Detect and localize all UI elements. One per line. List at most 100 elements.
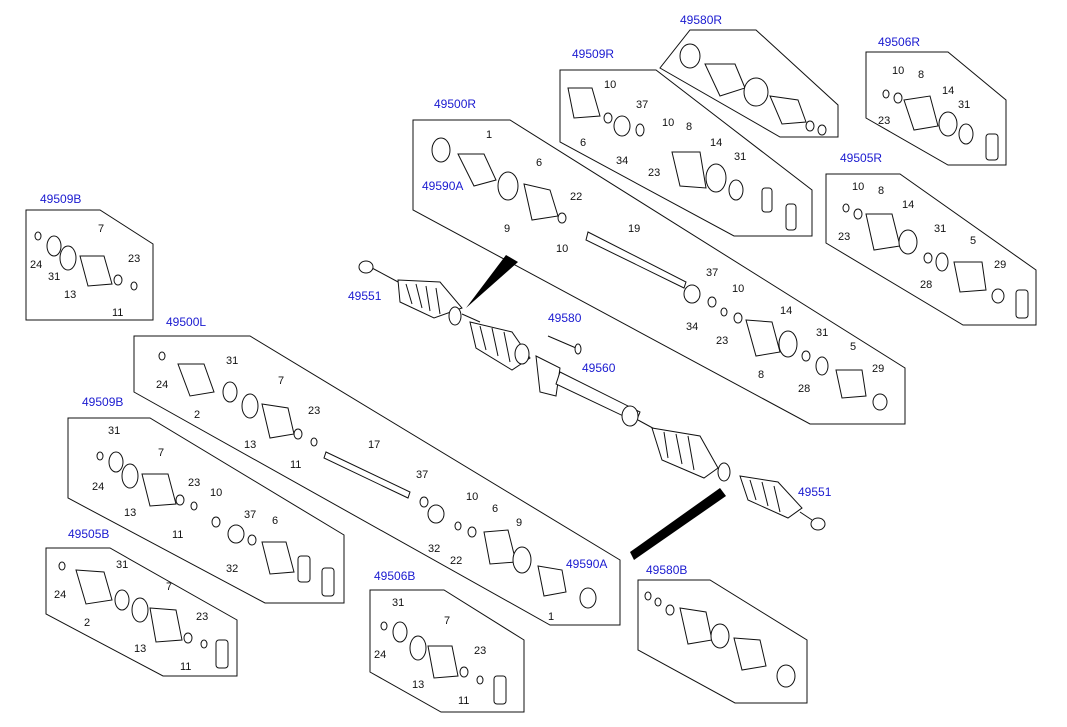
- label-49509Bm-32: 32: [226, 563, 238, 575]
- panel-49500R-outline: [412, 119, 906, 425]
- label-49509Bm-31: 31: [108, 425, 120, 437]
- label-49500L-6: 6: [492, 503, 498, 515]
- label-49500L-23: 23: [308, 405, 320, 417]
- label-49505R-28: 28: [920, 279, 932, 291]
- label-49505B-31: 31: [116, 559, 128, 571]
- ref-49505R: 49505R: [840, 151, 882, 165]
- label-49509Bt-11: 11: [112, 307, 123, 319]
- label-49505R-5: 5: [970, 235, 976, 247]
- label-49506B-23: 23: [474, 645, 486, 657]
- label-49505R-8: 8: [878, 185, 884, 197]
- panel-49580R-outline: [659, 29, 839, 138]
- label-49509R-23: 23: [648, 167, 660, 179]
- label-49509Bt-24: 24: [30, 259, 42, 271]
- panel-49505B-outline: [45, 547, 238, 677]
- label-49505R-10: 10: [852, 181, 864, 193]
- label-49506B-24: 24: [374, 649, 386, 661]
- label-49509Bm-37: 37: [244, 509, 256, 521]
- label-49506R-8: 8: [918, 69, 924, 81]
- label-49509Bt-13: 13: [64, 289, 76, 301]
- label-49500R-29: 29: [872, 363, 884, 375]
- panel-49509R-outline: [559, 69, 813, 237]
- label-49500R-8: 8: [758, 369, 764, 381]
- label-49506B-31: 31: [392, 597, 404, 609]
- label-49506R-14: 14: [942, 85, 954, 97]
- label-49500R-6: 6: [536, 157, 542, 169]
- ref-49500L: 49500L: [166, 315, 206, 329]
- label-49500R-19: 19: [628, 223, 640, 235]
- label-49505B-2: 2: [84, 617, 90, 629]
- label-49500R-28: 28: [798, 383, 810, 395]
- label-49509Bt-7: 7: [98, 223, 104, 235]
- label-49500R-31: 31: [816, 327, 828, 339]
- label-49509Bm-11: 11: [172, 529, 183, 541]
- ref-49580: 49580: [548, 311, 582, 325]
- nut-49551-bottom: [810, 517, 826, 531]
- label-49505R-23: 23: [838, 231, 850, 243]
- label-49506B-13: 13: [412, 679, 424, 691]
- ref-49506R: 49506R: [878, 35, 920, 49]
- panel-49500L-outline: [133, 335, 621, 626]
- label-49509Bm-23: 23: [188, 477, 200, 489]
- ref-49500R: 49500R: [434, 97, 476, 111]
- label-49505B-23: 23: [196, 611, 208, 623]
- label-49500L-32: 32: [428, 543, 440, 555]
- label-49509R-8: 8: [686, 121, 692, 133]
- label-49500R-22: 22: [570, 191, 582, 203]
- label-49500L-9: 9: [516, 517, 522, 529]
- panel-part-shapes: [34, 43, 1029, 705]
- label-49500R-10: 10: [556, 243, 568, 255]
- label-49506R-31: 31: [958, 99, 970, 111]
- main-shaft-assembly: [358, 260, 826, 531]
- label-49500L-37: 37: [416, 469, 428, 481]
- label-49500R-49590A: 49590A: [422, 179, 463, 193]
- label-49500R-10b: 10: [732, 283, 744, 295]
- label-49509Bm-7: 7: [158, 447, 164, 459]
- label-49500R-5: 5: [850, 341, 856, 353]
- ref-49551-bottom: 49551: [798, 485, 832, 499]
- panel-49506R-outline: [865, 51, 1007, 166]
- panel-49505R-outline: [825, 173, 1037, 326]
- label-49500L-2: 2: [194, 409, 200, 421]
- label-49500R-37: 37: [706, 267, 718, 279]
- ref-49509B-top: 49509B: [40, 192, 81, 206]
- label-49509Bm-6: 6: [272, 515, 278, 527]
- panel-49506B-outline: [369, 589, 525, 713]
- label-49506B-11: 11: [458, 695, 469, 707]
- pointer-49500L: [630, 488, 726, 560]
- label-49506R-23: 23: [878, 115, 890, 127]
- label-49500L-31: 31: [226, 355, 238, 367]
- label-49506R-10: 10: [892, 65, 904, 77]
- label-49509R-37: 37: [636, 99, 648, 111]
- label-49500R-34: 34: [686, 321, 698, 333]
- support-bracket-49560: [535, 355, 561, 397]
- label-49506B-7: 7: [444, 615, 450, 627]
- label-49500L-22: 22: [450, 555, 462, 567]
- label-49509R-14: 14: [710, 137, 722, 149]
- label-49509Bm-10: 10: [210, 487, 222, 499]
- label-49505B-7: 7: [166, 581, 172, 593]
- label-49500L-10: 10: [466, 491, 478, 503]
- bearing-collar-r: [448, 306, 462, 326]
- label-49500L-13: 13: [244, 439, 256, 451]
- nut-49551-top: [358, 260, 374, 274]
- ref-49509B-mid: 49509B: [82, 395, 123, 409]
- label-49500R-9: 9: [504, 223, 510, 235]
- label-49509Bt-23: 23: [128, 253, 140, 265]
- panel-49509B-mid-outline: [67, 417, 345, 604]
- label-49500L-17: 17: [368, 439, 380, 451]
- label-49509R-10b: 10: [662, 117, 674, 129]
- panel-49580B-outline: [637, 579, 808, 704]
- label-49500R-23: 23: [716, 335, 728, 347]
- ref-49505B: 49505B: [68, 527, 109, 541]
- label-49505R-14: 14: [902, 199, 914, 211]
- label-49509R-10a: 10: [604, 79, 616, 91]
- label-49509Bm-13: 13: [124, 507, 136, 519]
- panel-49509B-top-outline: [25, 209, 154, 321]
- label-49500R-14: 14: [780, 305, 792, 317]
- ref-49551-top: 49551: [348, 289, 382, 303]
- label-49505R-31: 31: [934, 223, 946, 235]
- bolt-49580: [547, 335, 577, 349]
